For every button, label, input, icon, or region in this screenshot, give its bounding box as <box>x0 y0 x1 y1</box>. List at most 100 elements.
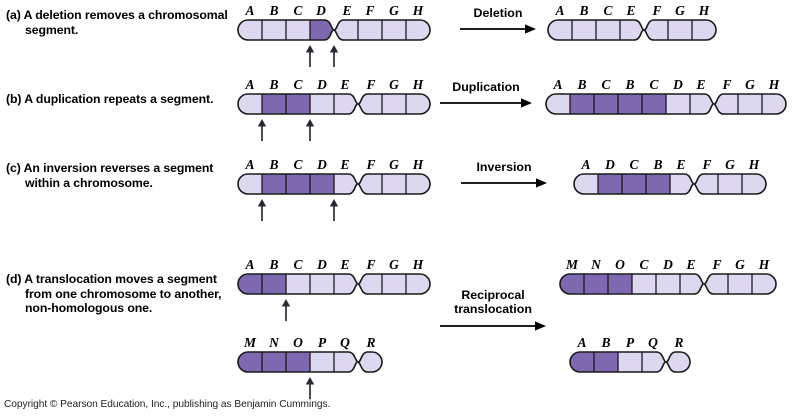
chromosome-segment <box>406 94 430 114</box>
gene-label: P <box>318 335 327 350</box>
gene-label: D <box>316 257 327 272</box>
chromosome-segment <box>584 274 608 294</box>
caption-c-tag: (c) <box>6 161 21 175</box>
gene-label: C <box>629 157 639 172</box>
caption-c: (c) An inversion reverses a segment with… <box>6 161 243 190</box>
process-arrow <box>440 98 532 108</box>
chromosome-segment <box>310 274 334 294</box>
gene-label: F <box>365 157 375 172</box>
gene-label: R <box>365 335 375 350</box>
chromosome-segment <box>670 174 694 194</box>
chromosome-segment <box>286 174 310 194</box>
chromosome-segment <box>728 274 752 294</box>
chromosome-segment <box>358 20 382 40</box>
caption-a-post: removes a chromosomal segment. <box>25 8 228 37</box>
chromosome-segment <box>598 174 622 194</box>
gene-label: B <box>652 157 662 172</box>
gene-label: B <box>600 335 610 350</box>
process-label-line: translocation <box>454 302 532 316</box>
gene-label: D <box>315 3 326 18</box>
gene-label: F <box>651 3 661 18</box>
chromosome-segment <box>262 94 286 114</box>
chromosome-outline <box>237 351 383 373</box>
process-arrow <box>461 178 547 188</box>
chromosome-segment <box>310 352 334 372</box>
chromosome-segment <box>742 174 766 194</box>
gene-label: A <box>244 257 254 272</box>
chromosome-segment <box>262 174 286 194</box>
gene-label: G <box>389 77 399 92</box>
gene-label: D <box>316 157 327 172</box>
chromosome-outline <box>237 19 431 41</box>
gene-label: C <box>293 77 303 92</box>
gene-label: C <box>293 157 303 172</box>
caption-b: (b) A duplication repeats a segment. <box>6 92 240 107</box>
gene-label: C <box>601 77 611 92</box>
caption-a-tag: (a) <box>6 8 21 22</box>
chromosome-outline <box>237 93 431 115</box>
caption-b-pre: A <box>24 92 36 106</box>
chromosome-segment <box>572 20 596 40</box>
process-label: Duplication <box>452 80 519 94</box>
caption-d-term: translocation <box>35 272 112 286</box>
chromosome-segment <box>656 274 680 294</box>
gene-label: D <box>604 157 615 172</box>
caption-c-term: inversion <box>43 161 97 175</box>
chromosome-segment <box>262 352 286 372</box>
chromosome-segment <box>620 20 644 40</box>
chromosome-segment <box>704 274 728 294</box>
gene-label: F <box>701 157 711 172</box>
chromosome-segment <box>286 94 310 114</box>
chromosome-segment <box>618 94 642 114</box>
gene-label: E <box>685 257 695 272</box>
caption-c-pre: An <box>23 161 44 175</box>
chromosome-segment <box>358 274 382 294</box>
chromosome-segment <box>334 274 358 294</box>
chromosome-segment <box>570 352 594 372</box>
gene-label: A <box>244 3 254 18</box>
caption-a: (a) A deletion removes a chromosomal seg… <box>6 8 240 37</box>
breakpoint-arrow <box>329 199 339 221</box>
breakpoint-arrow <box>305 45 315 67</box>
gene-label: A <box>580 157 590 172</box>
chromosome-outline <box>547 19 717 41</box>
breakpoint-arrow <box>281 299 291 321</box>
chromosome-segment <box>406 20 430 40</box>
chromosome-segment <box>644 20 668 40</box>
chromosome-segment <box>666 94 690 114</box>
process-label-line: Inversion <box>476 160 532 174</box>
breakpoint-arrow <box>305 119 315 141</box>
gene-label: G <box>735 257 745 272</box>
chromosome-segment <box>608 274 632 294</box>
gene-label: A <box>244 157 254 172</box>
gene-label: H <box>412 257 424 272</box>
gene-label: G <box>389 3 399 18</box>
gene-label: D <box>662 257 673 272</box>
chromosome-segment <box>382 174 406 194</box>
gene-label: E <box>695 77 705 92</box>
process-label: Deletion <box>474 6 523 20</box>
gene-label: B <box>268 77 278 92</box>
chromosome-segment <box>334 174 358 194</box>
breakpoint-arrow <box>329 45 339 67</box>
chromosome-segment <box>406 174 430 194</box>
gene-label: H <box>412 157 424 172</box>
chromosome-segment <box>622 174 646 194</box>
gene-label: B <box>268 3 278 18</box>
chromosome-segment <box>358 352 382 372</box>
gene-label: G <box>725 157 735 172</box>
chromosome-outline <box>237 173 431 195</box>
chromosome-segment <box>642 94 666 114</box>
breakpoint-arrow <box>257 199 267 221</box>
chromosome-segment <box>574 174 598 194</box>
process-label: Inversion <box>476 160 531 174</box>
chromosome-outline <box>559 273 777 295</box>
caption-d: (d) A translocation moves a segment from… <box>6 272 235 316</box>
chromosome-segment <box>286 352 310 372</box>
caption-d-tag: (d) <box>6 272 22 286</box>
gene-label: H <box>698 3 710 18</box>
